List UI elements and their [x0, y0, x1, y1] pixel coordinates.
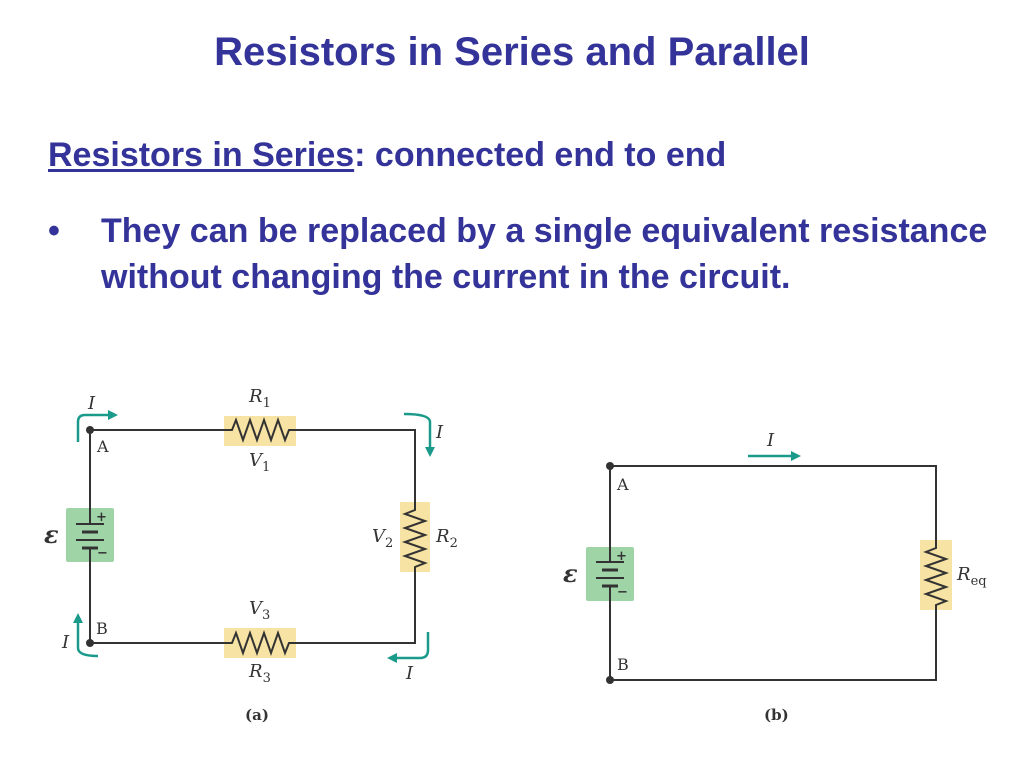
resistor-req	[920, 540, 952, 610]
current-arrow-top-right	[403, 412, 435, 457]
r1-label: R1	[248, 386, 271, 411]
heading-rest: : connected end to end	[354, 136, 727, 174]
v3-label: V3	[249, 598, 270, 623]
node-b-label-b: B	[617, 655, 629, 674]
resistor-r3	[224, 628, 296, 658]
emf-label-a: ε	[44, 520, 59, 549]
battery-b: + −	[586, 547, 634, 601]
heading-underlined: Resistors in Series	[48, 136, 355, 174]
current-arrow-bottom-left	[73, 613, 99, 658]
r3-label: R3	[248, 661, 271, 686]
v1-label: V1	[249, 450, 270, 475]
battery-plus-label: +	[96, 510, 107, 525]
node-a-label-b: A	[616, 475, 629, 494]
caption-a: (a)	[245, 706, 269, 724]
node-a-label: A	[96, 437, 109, 456]
node-b-dot-b	[606, 676, 614, 684]
v2-label: V2	[372, 526, 393, 551]
resistor-r1	[224, 416, 296, 446]
battery-minus-label: −	[97, 546, 108, 561]
node-a-dot-b	[606, 462, 614, 470]
series-circuit-a: + − ε A B I I I I R1 V1 V2 R2 V3	[44, 386, 458, 724]
current-arrow-top-left	[76, 410, 118, 442]
battery-b-plus-label: +	[616, 549, 627, 564]
r2-label: R2	[435, 526, 458, 551]
emf-label-b: ε	[563, 559, 578, 588]
slide-title: Resistors in Series and Parallel	[214, 30, 810, 74]
battery-b-minus-label: −	[617, 585, 628, 600]
current-arrow-bottom-right	[387, 632, 430, 663]
section-heading: Resistors in Series: connected end to en…	[48, 136, 726, 175]
current-label-top-right: I	[435, 422, 444, 443]
resistor-r2	[400, 502, 430, 572]
current-label-b: I	[766, 430, 775, 451]
battery-a: + −	[66, 508, 114, 562]
caption-b: (b)	[764, 706, 789, 724]
current-label-bottom-left: I	[61, 632, 70, 653]
current-label-top-left: I	[87, 393, 96, 414]
bullet-text: They can be replaced by a single equival…	[101, 212, 988, 296]
wires-b	[609, 465, 937, 681]
current-label-bottom-right: I	[405, 663, 414, 684]
node-b-label: B	[96, 619, 108, 638]
equivalent-circuit-b: + − ε A B I Req (b)	[563, 430, 987, 724]
node-a-dot	[86, 426, 94, 434]
node-b-dot	[86, 639, 94, 647]
bullet-dot: •	[48, 212, 60, 250]
req-label: Req	[956, 564, 987, 589]
